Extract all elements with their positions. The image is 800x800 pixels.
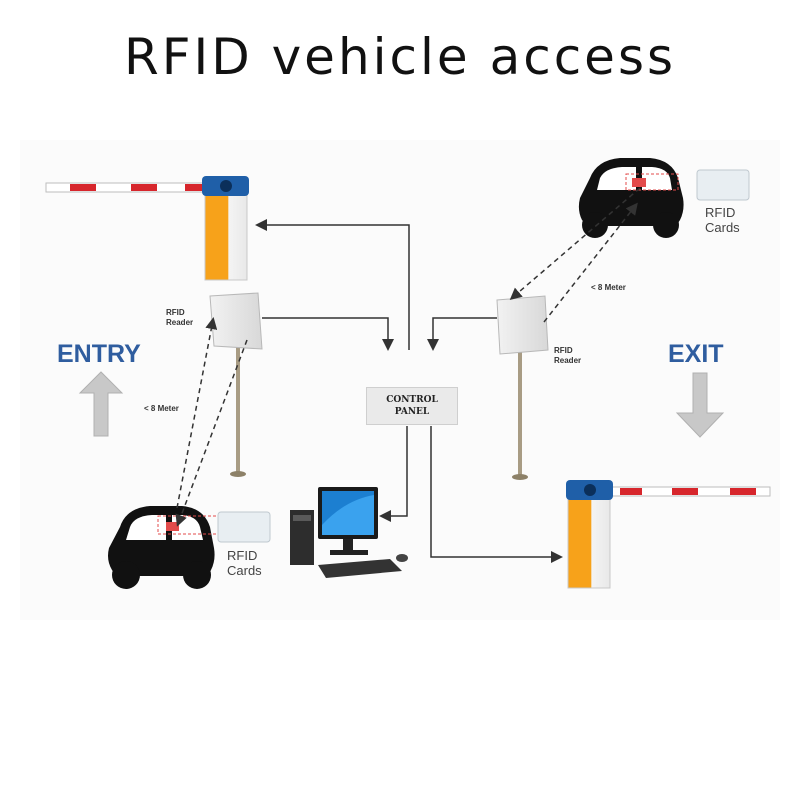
exit-boom-stripe <box>672 488 698 495</box>
left-cards-label-line1: RFID <box>227 548 258 563</box>
exit-barrier-gate-icon <box>566 480 771 589</box>
connector-lines <box>255 219 563 563</box>
connector-panel-to-computer <box>379 426 408 522</box>
entry-barrier-gate-icon <box>45 176 249 281</box>
connector-panel-to-entry-barrier <box>255 219 410 350</box>
left-reader-label: RFID Reader <box>166 308 193 328</box>
entry-up-arrow-icon <box>78 371 124 437</box>
exit-down-arrow-icon <box>675 372 725 438</box>
exit-boom-stripe <box>730 488 756 495</box>
rf-signal-exit-car-to-right-reader <box>509 187 641 300</box>
right-cards-label-line1: RFID <box>705 205 736 220</box>
right-reader-label: RFID Reader <box>554 346 581 366</box>
right-rfid-card-icon <box>696 169 750 201</box>
control-panel-label-line1: CONTROL <box>386 395 438 405</box>
rf-signal-right-reader-to-exit-car <box>543 202 638 323</box>
left-rfid-reader-icon <box>209 292 263 477</box>
left-reader-label-line2: Reader <box>166 318 194 327</box>
entry-car-icon <box>108 506 219 589</box>
left-rfid-card-icon <box>217 511 271 543</box>
rf-signal-lines <box>175 187 641 527</box>
exit-barrier-body <box>567 497 611 589</box>
left-cards-label: RFID Cards <box>227 548 262 578</box>
rf-signal-left-reader-to-entry-car <box>175 339 248 527</box>
left-reader-label-line1: RFID <box>166 308 185 317</box>
right-cards-label-line2: Cards <box>705 220 740 235</box>
entry-barrier-body <box>204 194 248 281</box>
computer-icon <box>290 487 408 578</box>
rf-signal-entry-car-to-left-reader <box>176 317 218 509</box>
entry-boom-stripe <box>185 184 205 191</box>
right-rfid-reader-icon <box>496 295 549 480</box>
diagram-title: RFID vehicle access <box>123 28 677 86</box>
control-panel-box: CONTROL PANEL <box>366 387 458 425</box>
entry-boom-stripe <box>131 184 157 191</box>
control-panel-label-line2: PANEL <box>394 407 430 417</box>
connector-left-reader-to-panel <box>262 317 394 351</box>
exit-car-icon <box>578 158 684 238</box>
connector-right-reader-to-panel <box>427 317 497 351</box>
entry-boom-stripe <box>70 184 96 191</box>
right-reader-label-line2: Reader <box>554 356 582 365</box>
right-cards-label: RFID Cards <box>705 205 740 235</box>
left-cards-label-line2: Cards <box>227 563 262 578</box>
right-reader-label-line1: RFID <box>554 346 573 355</box>
right-range-label: < 8 Meter <box>591 283 626 292</box>
exit-boom-stripe <box>620 488 642 495</box>
exit-label: EXIT <box>668 340 724 368</box>
connector-panel-to-exit-barrier <box>430 426 563 563</box>
entry-label: ENTRY <box>57 340 141 368</box>
left-range-label: < 8 Meter <box>144 404 179 413</box>
